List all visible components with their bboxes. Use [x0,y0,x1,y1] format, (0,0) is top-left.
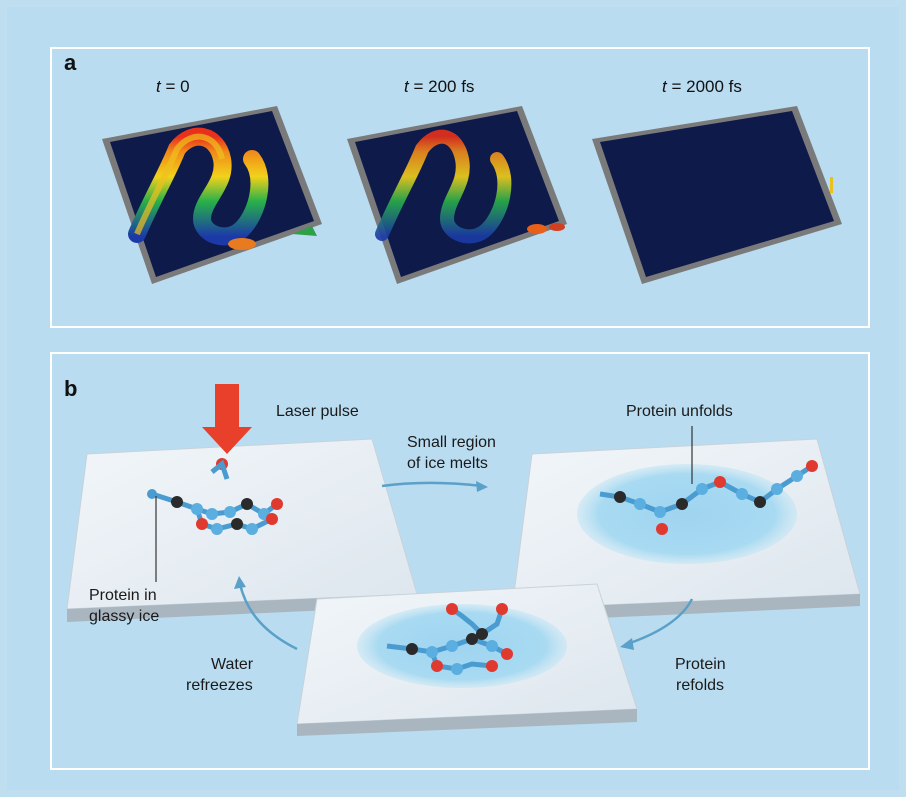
arrow-refreeze [238,583,298,651]
refreeze-label-2: refreezes [186,677,253,694]
arrow-melt [381,481,483,488]
time-label-0: t = 0 [156,77,190,96]
time-label-2000fs: t = 2000 fs [662,77,742,96]
arrowhead-icon [620,638,634,650]
density-map-t0 [102,106,322,284]
panel-a-letter: a [64,50,77,75]
density-blob [527,224,547,234]
panel-a: a t = 0 t = 200 fs t = 2000 fs [50,47,870,328]
melt-label-1: Small region [407,434,496,451]
arrowhead-icon [234,576,246,589]
panel-b-letter: b [64,376,78,401]
refreeze-pool [357,604,567,688]
density-blob [228,238,256,250]
melt-pool [577,464,797,564]
protein-unfolded [599,460,818,535]
unfolds-label: Protein unfolds [626,403,733,420]
laser-pulse-label: Laser pulse [276,403,359,420]
refolds-label-2: refolds [676,677,725,694]
panel-b: b [50,352,870,770]
map-surface [600,111,834,277]
cycle-arrows [238,481,694,651]
protein-refolded [386,603,513,675]
density-peak [375,129,512,244]
melt-label-2: of ice melts [407,455,488,472]
arrow-refold [626,598,694,646]
density-map-t2000 [592,106,842,284]
ice-slab-3 [296,583,638,736]
refolds-label-1: Protein [675,656,726,673]
density-map-t200 [347,106,567,284]
density-maps [102,106,842,284]
glassy-label-1: Protein in [89,587,157,604]
laser-arrow-icon [202,384,252,454]
arrowhead-icon [476,481,488,492]
protein-glassy [147,458,283,535]
figure-frame: a t = 0 t = 200 fs t = 2000 fs [7,7,899,790]
refreeze-label-1: Water [211,656,254,673]
protein-cycle-diagram [66,384,861,736]
time-label-200fs: t = 200 fs [404,77,475,96]
glassy-label-2: glassy ice [89,608,160,625]
